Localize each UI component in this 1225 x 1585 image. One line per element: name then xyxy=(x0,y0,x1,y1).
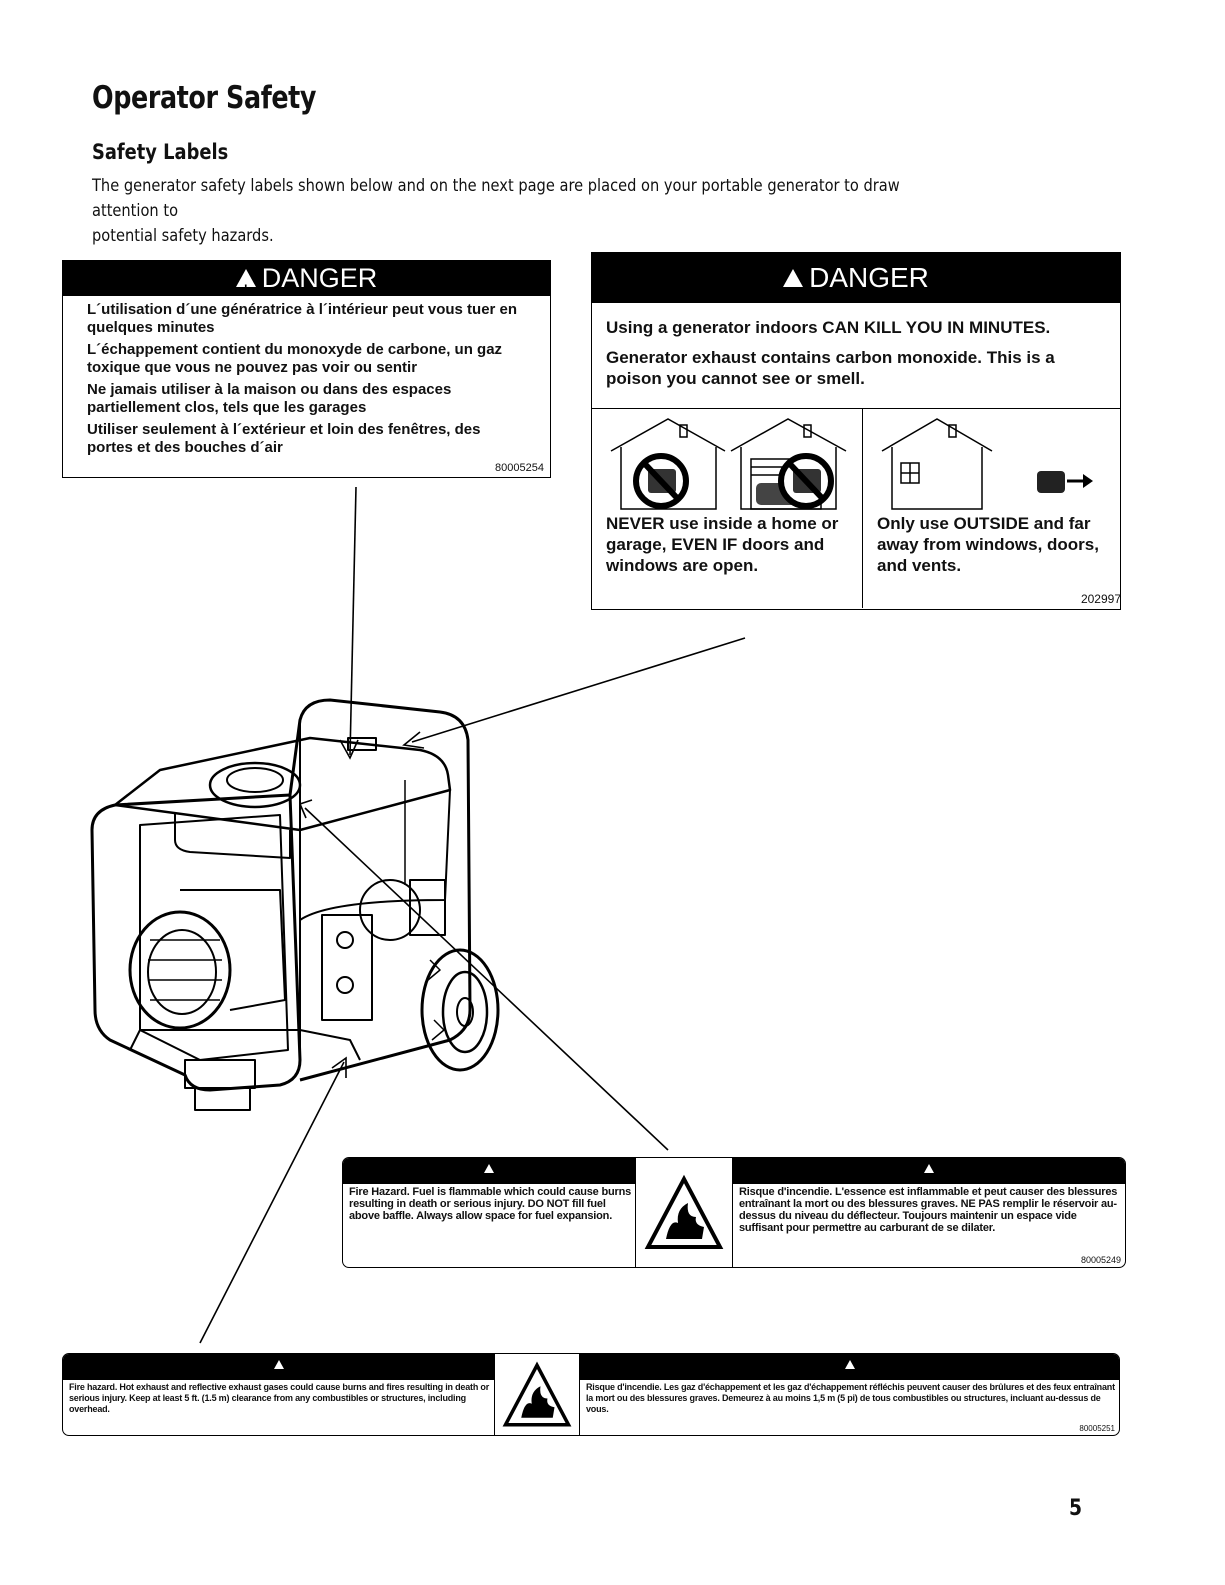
exhaust-fire-french-text: Risque d'incendie. Les gaz d'échappement… xyxy=(586,1382,1115,1414)
danger-header: DANGER xyxy=(63,261,550,307)
house-outside-generator-icon xyxy=(881,418,1093,510)
never-use-inside-text: NEVER use inside a home or garage, EVEN … xyxy=(606,514,839,575)
fuel-fire-french-text: Risque d'incendie. L'essence est inflamm… xyxy=(739,1186,1118,1234)
label-code: 80005251 xyxy=(1079,1424,1115,1433)
fire-hazard-fuel-label: Fire Hazard. Fuel is flammable which cou… xyxy=(342,1157,1126,1268)
label-code: 202997 xyxy=(1080,592,1121,606)
label-code: 80005254 xyxy=(495,462,544,474)
english-line-1: Using a generator indoors CAN KILL YOU I… xyxy=(606,318,1051,337)
house-garage-prohibited-icon xyxy=(610,418,847,510)
fuel-fire-english-text: Fire Hazard. Fuel is flammable which cou… xyxy=(349,1186,631,1222)
french-line-4: Utiliser seulement à l´extérieur et loin… xyxy=(87,421,481,456)
english-line-2: Generator exhaust contains carbon monoxi… xyxy=(606,348,1055,388)
french-line-1: L´utilisation d´une génératrice à l´inté… xyxy=(87,301,518,336)
outdoor-use-illustration xyxy=(877,411,1117,513)
flame-warning-icon xyxy=(635,1158,733,1267)
section-title: Safety Labels xyxy=(92,140,229,164)
warning-triangle-icon xyxy=(783,269,804,322)
fire-label-french: Risque d'incendie. Les gaz d'échappement… xyxy=(580,1354,1119,1435)
page-number: 5 xyxy=(1069,1496,1083,1521)
fire-label-english: Fire Hazard. Fuel is flammable which cou… xyxy=(343,1158,635,1267)
flame-warning-icon xyxy=(494,1354,580,1435)
warning-triangle-icon xyxy=(844,1360,855,1369)
never-indoors-panel: NEVER use inside a home or garage, EVEN … xyxy=(592,409,863,608)
danger-title: DANGER xyxy=(809,262,929,293)
danger-label-french: DANGER L´utilisation d´une génératrice à… xyxy=(62,260,551,478)
flammable-triangle-icon xyxy=(502,1361,572,1426)
warning-triangle-icon xyxy=(235,269,256,307)
danger-body-english: Using a generator indoors CAN KILL YOU I… xyxy=(592,303,1120,409)
intro-paragraph: The generator safety labels shown below … xyxy=(92,176,900,246)
label-code: 80005249 xyxy=(1080,1255,1121,1265)
fire-hazard-exhaust-label: Fire hazard. Hot exhaust and reflective … xyxy=(62,1353,1120,1436)
no-indoor-use-illustration xyxy=(606,411,854,513)
fire-label-english: Fire hazard. Hot exhaust and reflective … xyxy=(63,1354,494,1435)
page-title: Operator Safety xyxy=(92,80,317,116)
warning-triangle-icon xyxy=(924,1164,934,1173)
warning-triangle-icon xyxy=(484,1164,494,1173)
only-use-outside-text: Only use OUTSIDE and far away from windo… xyxy=(877,514,1099,575)
french-line-3: Ne jamais utiliser à la maison ou dans d… xyxy=(87,381,452,416)
outside-only-panel: Only use OUTSIDE and far away from windo… xyxy=(863,409,1125,608)
danger-header: DANGER xyxy=(592,253,1120,322)
flammable-triangle-icon xyxy=(644,1174,724,1249)
danger-body-french: L´utilisation d´une génératrice à l´inté… xyxy=(63,296,550,457)
danger-label-english: DANGER Using a generator indoors CAN KIL… xyxy=(591,252,1121,610)
danger-title: DANGER xyxy=(261,263,378,293)
french-line-2: L´échappement contient du monoxyde de ca… xyxy=(87,341,503,376)
warning-triangle-icon xyxy=(273,1360,284,1369)
exhaust-fire-english-text: Fire hazard. Hot exhaust and reflective … xyxy=(69,1382,490,1414)
fire-label-french: Risque d'incendie. L'essence est inflamm… xyxy=(733,1158,1125,1267)
